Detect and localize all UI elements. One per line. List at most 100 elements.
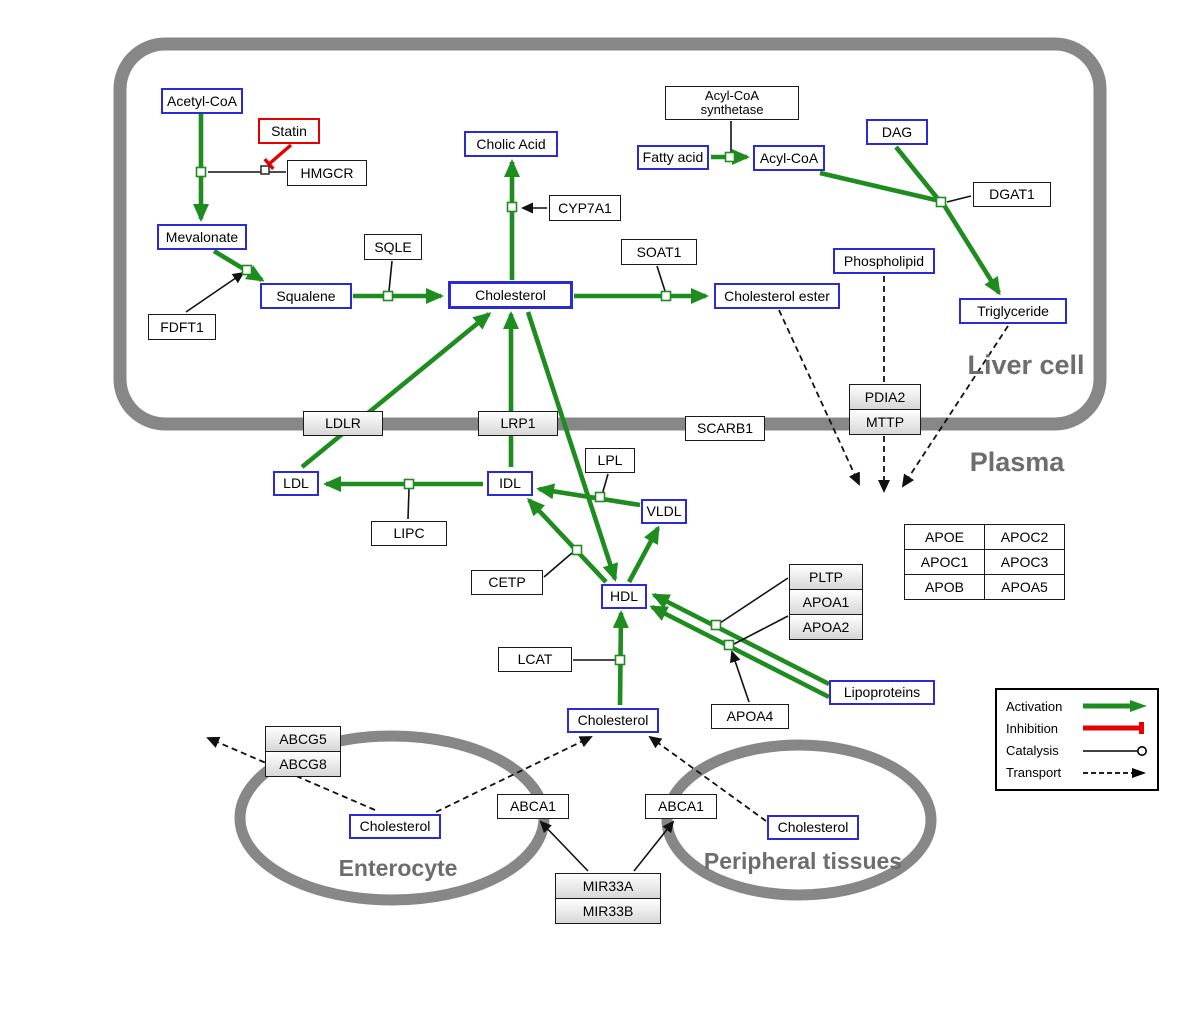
node-squalene[interactable]: Squalene: [260, 283, 352, 309]
reaction-node: [614, 654, 626, 666]
node-cyp7a1[interactable]: CYP7A1: [549, 195, 621, 221]
node-cetp[interactable]: CETP: [471, 570, 543, 595]
node-scarb1[interactable]: SCARB1: [685, 416, 765, 441]
transport-triglyceride-secretion: [901, 325, 1009, 488]
node-apoa4[interactable]: APOA4: [711, 704, 789, 729]
node-hmgcr[interactable]: HMGCR: [287, 160, 367, 186]
node-dgat1[interactable]: DGAT1: [973, 182, 1051, 207]
legend-activation-label: Activation: [1006, 698, 1063, 714]
node-fdft1[interactable]: FDFT1: [148, 314, 216, 340]
catalysis-dgat1: [946, 195, 972, 203]
transport-cholesterol-abca1-enterocyte: [435, 736, 593, 813]
node-hdl[interactable]: HDL: [601, 584, 647, 609]
legend-row-inhibition: Inhibition: [1006, 721, 1148, 736]
node-pdia2[interactable]: PDIA2: [849, 384, 921, 410]
node-lipoproteins[interactable]: Lipoproteins: [829, 680, 935, 705]
node-acyl-coa-synthetase[interactable]: Acyl-CoA synthetase: [665, 86, 799, 120]
node-abcg8[interactable]: ABCG8: [265, 751, 341, 777]
catalysis-soat1: [656, 265, 666, 292]
node-apob[interactable]: APOB: [904, 574, 985, 600]
node-mevalonate[interactable]: Mevalonate: [157, 224, 247, 250]
node-vldl[interactable]: VLDL: [641, 499, 687, 524]
node-apoa5[interactable]: APOA5: [984, 574, 1065, 600]
node-abcg5[interactable]: ABCG5: [265, 726, 341, 752]
catalysis-edges: [185, 121, 972, 872]
catalysis-cetp: [543, 552, 573, 578]
reaction-node: [724, 151, 736, 163]
inhibition-edges: [263, 143, 293, 171]
node-abca1-peripheral[interactable]: ABCA1: [645, 794, 717, 819]
enterocyte-label: Enterocyte: [338, 855, 458, 881]
node-cholesterol-plasma[interactable]: Cholesterol: [567, 708, 659, 733]
node-statin[interactable]: Statin: [258, 118, 320, 144]
edge-dgat1node-triglyceride: [942, 203, 1001, 296]
inhibition-statin-tbar: [263, 157, 275, 171]
legend-inhibition-label: Inhibition: [1006, 720, 1059, 736]
node-lipc[interactable]: LIPC: [371, 521, 447, 546]
node-phospholipid[interactable]: Phospholipid: [833, 248, 935, 274]
node-lcat[interactable]: LCAT: [498, 647, 572, 672]
node-cholesterol-liver[interactable]: Cholesterol: [448, 281, 573, 309]
node-idl[interactable]: IDL: [487, 471, 533, 496]
node-ldlr[interactable]: LDLR: [303, 411, 383, 436]
node-mttp[interactable]: MTTP: [849, 409, 921, 435]
node-sqle[interactable]: SQLE: [364, 234, 422, 260]
node-apoa2[interactable]: APOA2: [789, 614, 863, 640]
legend-catalysis-label: Catalysis: [1006, 743, 1059, 759]
node-mir33b[interactable]: MIR33B: [555, 898, 661, 924]
regulation-mir33-abca1-right: [633, 820, 675, 872]
node-soat1[interactable]: SOAT1: [621, 239, 697, 265]
reaction-node: [403, 478, 415, 490]
node-lrp1[interactable]: LRP1: [478, 411, 558, 436]
legend: Activation Inhibition Catalysis Transpor…: [995, 688, 1159, 791]
node-apoc3[interactable]: APOC3: [984, 549, 1065, 575]
inhibition-statin-hmgcr: [267, 143, 293, 166]
statin-junction-node: [260, 165, 270, 175]
reaction-node: [594, 491, 606, 503]
edge-lipoproteins-hdl-lower: [649, 604, 831, 700]
edge-cholesterol-hdl: [525, 311, 618, 582]
catalysis-apoa4: [730, 650, 750, 703]
legend-row-activation: Activation: [1006, 699, 1148, 714]
peripheral-tissues-membrane: [661, 739, 937, 901]
node-fatty-acid[interactable]: Fatty acid: [637, 145, 709, 170]
catalysis-lipc: [407, 488, 410, 520]
catalysis-pltp: [719, 577, 789, 624]
liver-cell-membrane: [113, 37, 1107, 431]
node-ldl[interactable]: LDL: [273, 471, 319, 496]
legend-row-transport: Transport: [1006, 765, 1148, 780]
legend-row-catalysis: Catalysis: [1006, 743, 1148, 758]
catalysis-apoa1-apoa2: [733, 615, 789, 645]
node-mir33a[interactable]: MIR33A: [555, 873, 661, 899]
node-cholesterol-ester[interactable]: Cholesterol ester: [714, 283, 840, 309]
node-apoa1[interactable]: APOA1: [789, 589, 863, 615]
node-dag[interactable]: DAG: [866, 119, 928, 145]
activation-arrow-icon: [1083, 700, 1147, 713]
edge-acylcoa-dgat1node: [819, 170, 941, 204]
catalysis-lpl: [601, 473, 609, 496]
plasma-label: Plasma: [969, 447, 1065, 477]
regulation-mir33-abca1-left: [539, 820, 589, 872]
acyl-coa-synthetase-line2: synthetase: [700, 102, 764, 117]
node-abca1-enterocyte[interactable]: ABCA1: [497, 794, 569, 819]
node-triglyceride[interactable]: Triglyceride: [959, 298, 1067, 324]
node-lpl[interactable]: LPL: [585, 448, 635, 473]
node-cholesterol-peripheral[interactable]: Cholesterol: [767, 815, 859, 840]
node-cholesterol-enterocyte[interactable]: Cholesterol: [349, 814, 441, 839]
node-apoe[interactable]: APOE: [904, 524, 985, 550]
edge-mevalonate-squalene: [212, 249, 265, 282]
legend-transport-label: Transport: [1006, 765, 1062, 781]
node-acetyl-coa[interactable]: Acetyl-CoA: [161, 88, 243, 114]
reaction-nodes: [195, 151, 947, 666]
node-apoc2[interactable]: APOC2: [984, 524, 1065, 550]
node-pltp[interactable]: PLTP: [789, 564, 863, 590]
node-apoc1[interactable]: APOC1: [904, 549, 985, 575]
node-cholic-acid[interactable]: Cholic Acid: [464, 131, 558, 157]
catalysis-circle-icon: [1083, 745, 1147, 756]
peripheral-tissues-label: Peripheral tissues: [703, 848, 903, 874]
reaction-node: [382, 290, 394, 302]
node-acyl-coa2[interactable]: Acyl-CoA: [753, 145, 825, 171]
reaction-node: [935, 196, 947, 208]
